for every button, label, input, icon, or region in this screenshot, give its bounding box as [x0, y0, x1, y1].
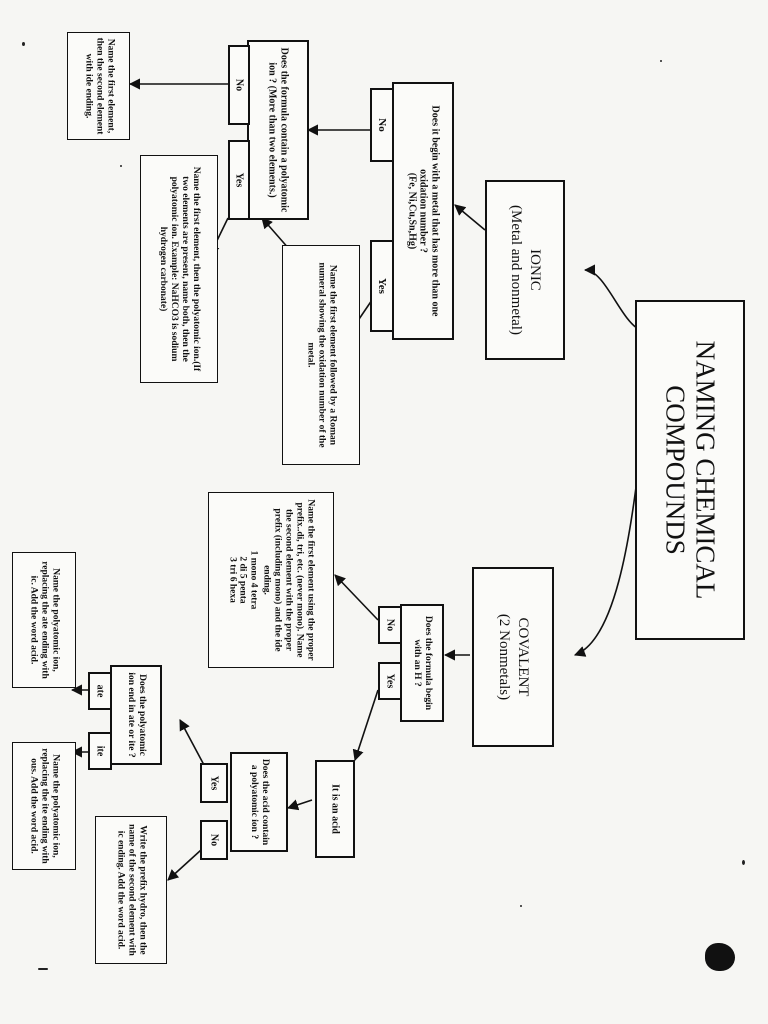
- acid-question: Does the acid contain a polyatomic ion ?: [249, 758, 270, 846]
- ionic-label: IONIC (Metal and nonmetal): [506, 185, 544, 355]
- arrow-title-to-covalent: [573, 454, 641, 657]
- acid-question-box: Does the acid contain a polyatomic ion ?: [230, 752, 288, 852]
- ate-rule-box: Name the polyatomic ion, replacing the a…: [12, 552, 76, 688]
- ionic-subheading: (Metal and nonmetal): [508, 205, 524, 335]
- title-box: NAMING CHEMICAL COMPOUNDS: [635, 300, 745, 640]
- arrow-ionic-to-question: [454, 204, 486, 231]
- covalent-yes-tab: Yes: [378, 662, 402, 700]
- acid-box: It is an acid: [315, 760, 355, 858]
- prefix-table: 1 mono 4 tetra 2 di 5 penta 3 tri 6 hexa: [227, 550, 260, 610]
- acid-label: It is an acid: [329, 784, 341, 834]
- covalent-yes-label: Yes: [384, 673, 396, 689]
- hydro-rule-box: Write the prefix hydro, then the name of…: [95, 816, 167, 964]
- page-title: NAMING CHEMICAL COMPOUNDS: [661, 340, 721, 600]
- roman-rule: Name the first element followed by a Rom…: [305, 262, 338, 448]
- ate-label: ate: [94, 684, 106, 698]
- ite-rule-box: Name the polyatomic ion, replacing the i…: [12, 742, 76, 870]
- ionic-question: Does it begin with a metal that has more…: [406, 105, 441, 317]
- ite-label: ite: [94, 745, 106, 757]
- arrow-question-to-prefix: [334, 574, 379, 621]
- scan-speck: [38, 968, 48, 970]
- arrow-roman-to-poly: [261, 217, 291, 251]
- hydro-rule: Write the prefix hydro, then the name of…: [115, 824, 148, 956]
- ionic-heading: IONIC: [526, 249, 543, 291]
- ending-question: Does the polyatomic ion end in ate or it…: [126, 672, 147, 758]
- ending-question-box: Does the polyatomic ion end in ate or it…: [110, 665, 162, 765]
- poly-question: Does the formula contain a polyatomic io…: [267, 47, 290, 213]
- poly-rule-box: Name the first element, then the polyato…: [140, 155, 218, 383]
- ionic-question-box: Does it begin with a metal that has more…: [392, 82, 454, 340]
- poly-no-label: No: [233, 78, 245, 92]
- poly-yes-label: Yes: [233, 172, 245, 188]
- poly-question-box: Does the formula contain a polyatomic io…: [247, 40, 309, 220]
- covalent-label: COVALENT (2 Nonmetals): [494, 572, 532, 742]
- acid-no-label: No: [208, 833, 220, 847]
- scan-speck: [520, 905, 522, 907]
- covalent-question-box: Does the formula begin with an H ?: [400, 604, 444, 722]
- covalent-heading: COVALENT: [514, 617, 531, 697]
- scan-speck: [742, 860, 745, 865]
- ink-blot: [705, 943, 735, 971]
- covalent-no-label: No: [384, 618, 396, 632]
- ide-rule: Name the first element, then the second …: [83, 37, 115, 135]
- covalent-question: Does the formula begin with an H ?: [412, 615, 433, 711]
- arrow-acid-to-acidquestion: [286, 799, 313, 811]
- ite-tab: ite: [88, 732, 112, 770]
- ite-rule: Name the polyatomic ion, replacing the i…: [28, 748, 61, 864]
- ionic-no-tab: No: [370, 88, 394, 162]
- covalent-subheading: (2 Nonmetals): [496, 613, 512, 701]
- ide-rule-box: Name the first element, then the second …: [67, 32, 130, 140]
- prefix-rule: Name the first element using the proper …: [262, 499, 316, 661]
- covalent-no-tab: No: [378, 606, 402, 644]
- scan-speck: [660, 60, 662, 62]
- ate-tab: ate: [88, 672, 112, 710]
- prefix-rule-box: Name the first element using the proper …: [208, 492, 334, 668]
- ionic-yes-tab: Yes: [370, 240, 394, 332]
- covalent-box: COVALENT (2 Nonmetals): [472, 567, 554, 747]
- prefix-rule-content: Name the first element using the proper …: [226, 496, 315, 664]
- acid-yes-label: Yes: [208, 775, 220, 791]
- arrow-question-to-acid: [352, 689, 379, 762]
- roman-rule-box: Name the first element followed by a Rom…: [282, 245, 360, 465]
- poly-no-tab: No: [228, 45, 250, 125]
- poly-yes-tab: Yes: [228, 140, 250, 220]
- acid-yes-tab: Yes: [200, 763, 228, 803]
- acid-no-tab: No: [200, 820, 228, 860]
- arrow-title-to-ionic: [583, 264, 641, 331]
- poly-rule: Name the first element, then the polyato…: [158, 166, 201, 372]
- scan-speck: [22, 42, 25, 46]
- ionic-box: IONIC (Metal and nonmetal): [485, 180, 565, 360]
- ionic-yes-label: Yes: [376, 278, 388, 294]
- ionic-no-label: No: [376, 118, 388, 132]
- ate-rule: Name the polyatomic ion, replacing the a…: [28, 561, 61, 679]
- scan-speck: [120, 165, 122, 167]
